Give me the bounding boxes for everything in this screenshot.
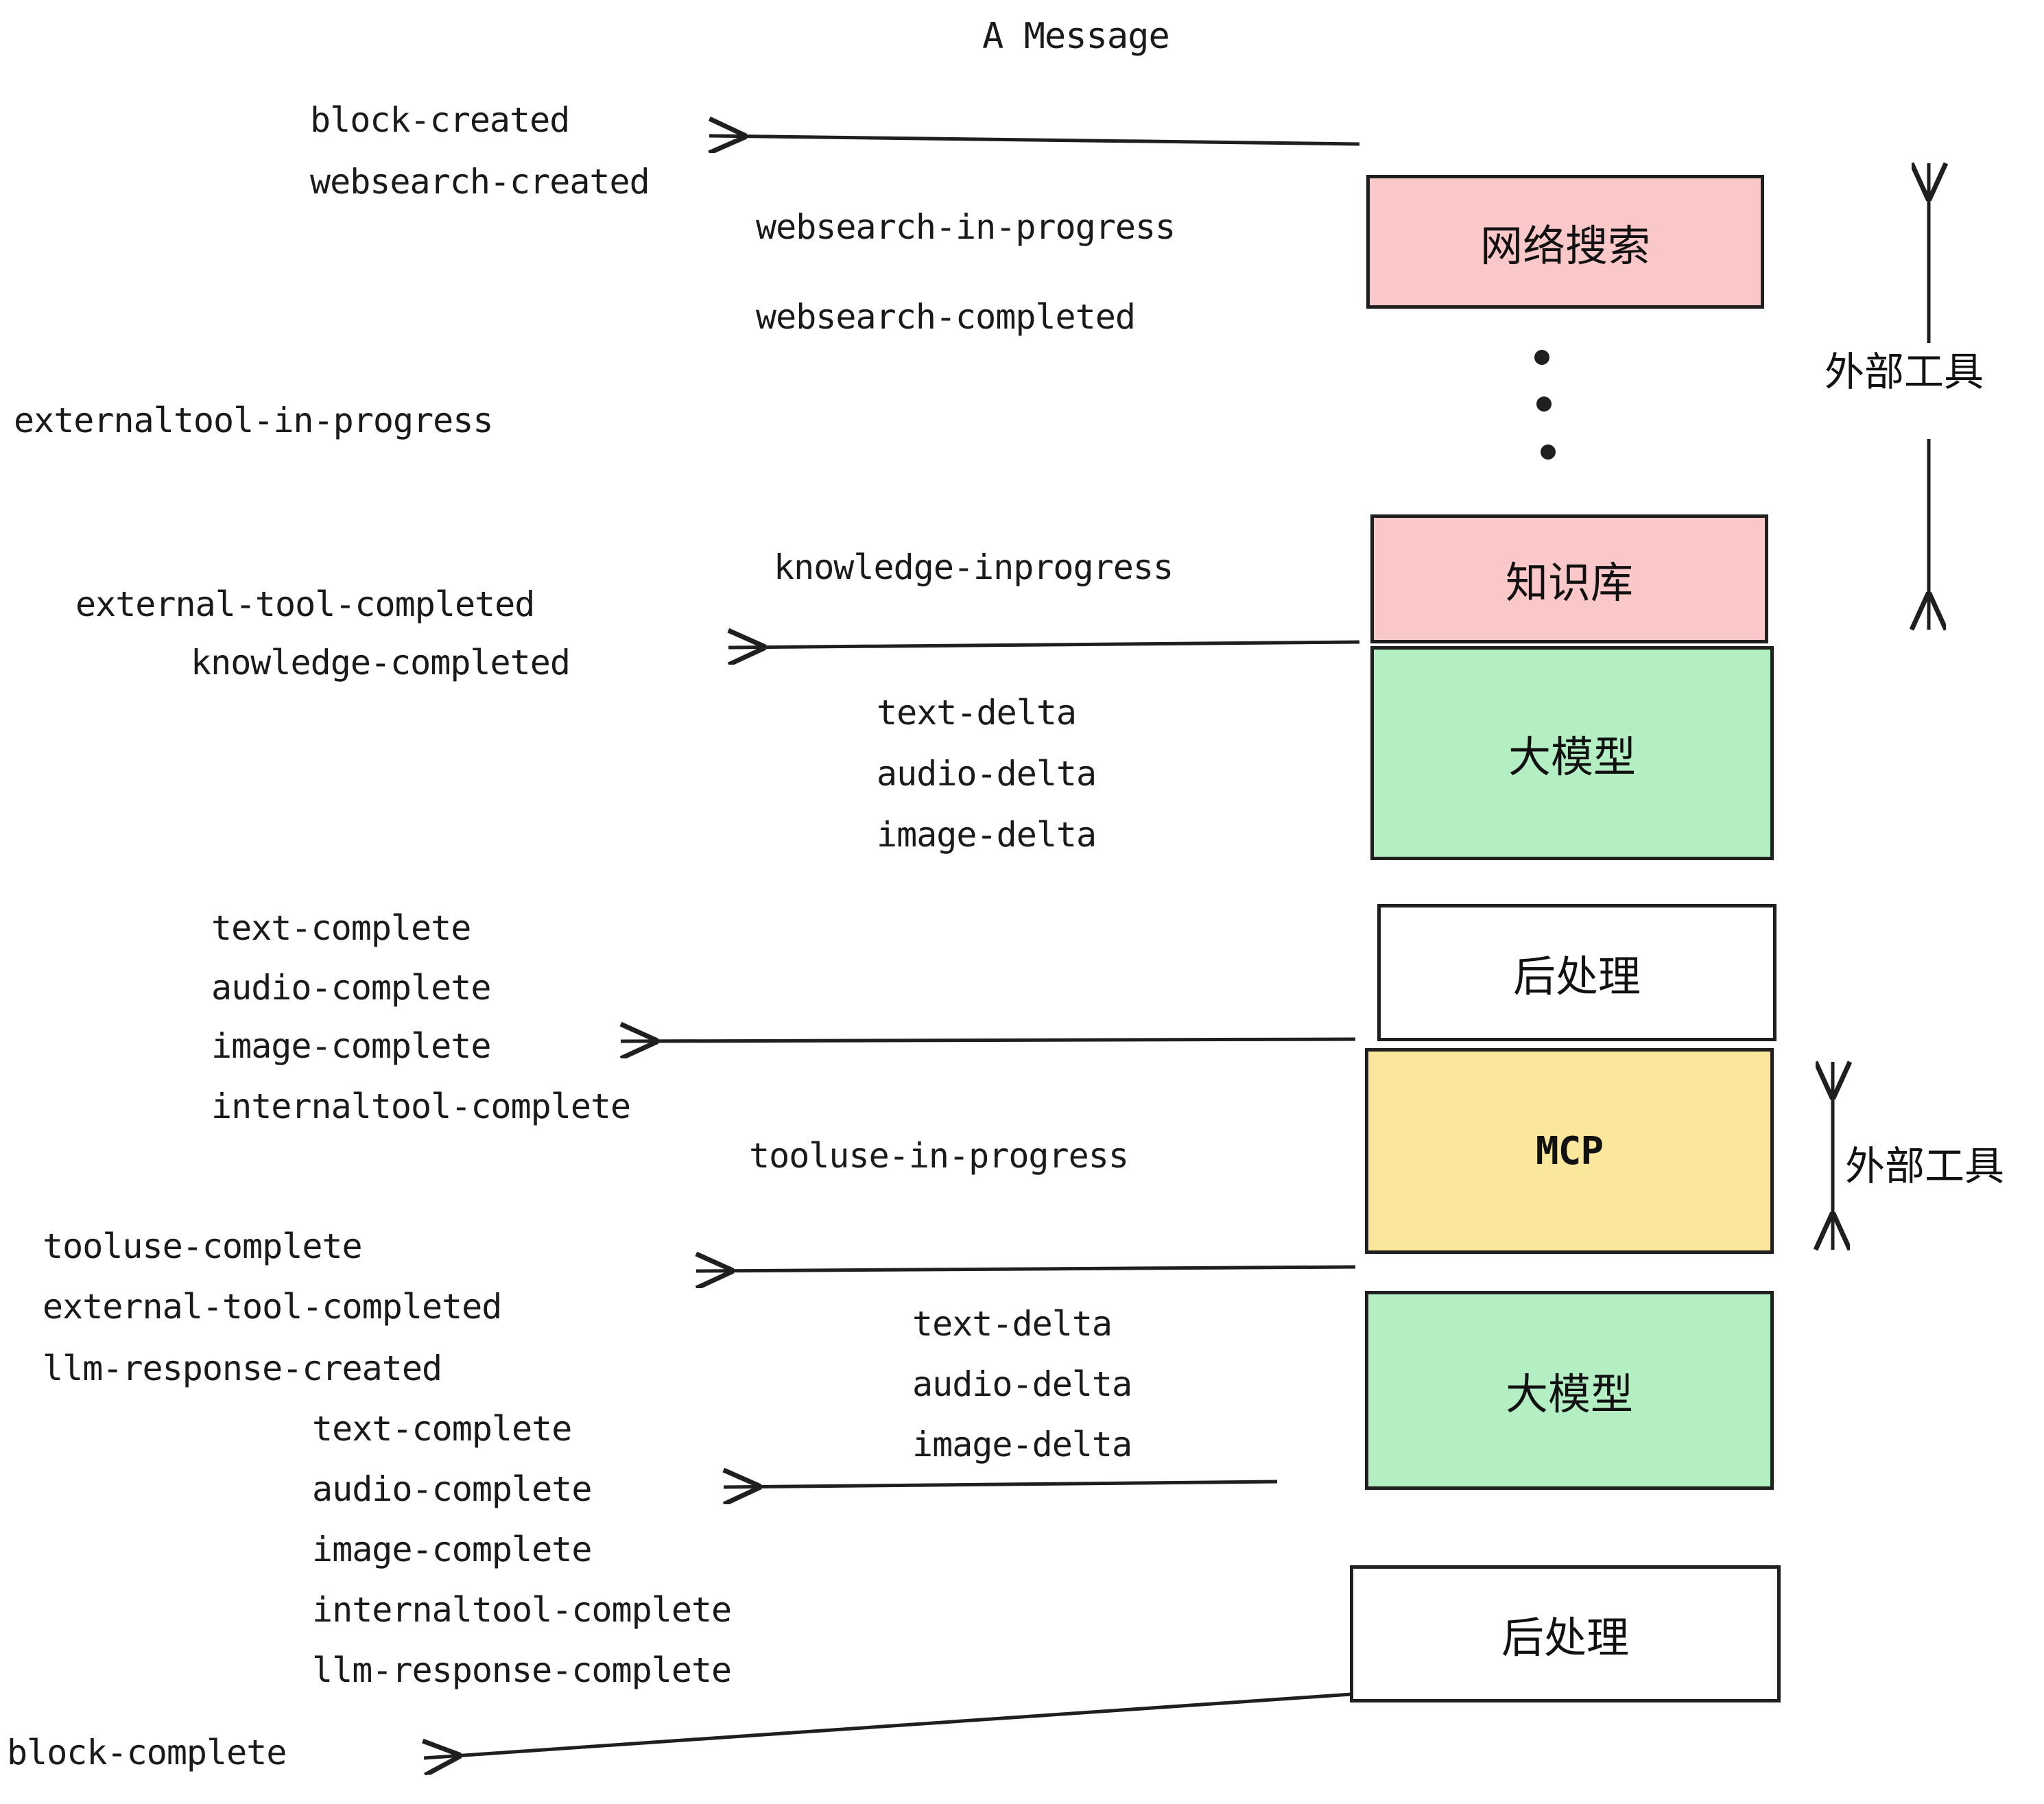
box-postproc-2-label: 后处理 xyxy=(1501,1613,1629,1663)
event-audio-complete-1: audio-complete xyxy=(211,968,491,1008)
ellipsis-dot-2 xyxy=(1536,396,1552,412)
box-llm-2: 大模型 xyxy=(1365,1291,1774,1490)
event-websearch-created: websearch-created xyxy=(310,162,650,202)
event-image-delta-2: image-delta xyxy=(912,1425,1132,1464)
box-postproc-1-label: 后处理 xyxy=(1512,951,1641,1001)
box-knowledge: 知识库 xyxy=(1370,514,1768,643)
label-external-tools-bottom: 外部工具 xyxy=(1845,1143,2005,1189)
event-image-complete-1: image-complete xyxy=(211,1026,491,1066)
event-block-complete: block-complete xyxy=(7,1733,287,1772)
box-postproc-2: 后处理 xyxy=(1350,1565,1781,1702)
box-postproc-1: 后处理 xyxy=(1377,904,1776,1041)
box-llm-1: 大模型 xyxy=(1370,646,1774,860)
event-audio-delta-2: audio-delta xyxy=(912,1364,1132,1404)
event-audio-delta-1: audio-delta xyxy=(877,754,1097,794)
event-external-tool-completed-2: external-tool-completed xyxy=(43,1287,502,1327)
event-external-tool-completed-1: external-tool-completed xyxy=(75,584,535,624)
event-knowledge-inprogress: knowledge-inprogress xyxy=(774,547,1174,587)
event-llm-response-complete: llm-response-complete xyxy=(312,1650,732,1690)
box-llm-1-label: 大模型 xyxy=(1508,732,1636,782)
arrow-tooluse-complete xyxy=(696,1267,1356,1271)
box-websearch: 网络搜索 xyxy=(1366,175,1764,309)
box-websearch-label: 网络搜索 xyxy=(1479,220,1650,271)
ellipsis-dot-1 xyxy=(1534,350,1549,365)
box-llm-2-label: 大模型 xyxy=(1505,1369,1633,1419)
event-tooluse-in-progress: tooluse-in-progress xyxy=(749,1136,1129,1176)
event-internaltool-complete-2: internaltool-complete xyxy=(312,1590,732,1630)
event-text-delta-1: text-delta xyxy=(877,693,1077,733)
arrow-image-complete xyxy=(621,1039,1356,1041)
arrow-block-complete xyxy=(424,1692,1352,1758)
event-text-complete-2: text-complete xyxy=(312,1409,572,1449)
event-image-complete-2: image-complete xyxy=(312,1530,592,1569)
event-audio-complete-2: audio-complete xyxy=(312,1469,592,1509)
event-text-delta-2: text-delta xyxy=(912,1304,1113,1344)
event-text-complete-1: text-complete xyxy=(211,908,471,948)
label-external-tools-top: 外部工具 xyxy=(1825,348,1984,395)
box-mcp: MCP xyxy=(1365,1048,1774,1254)
arrow-knowledge-completed xyxy=(728,642,1360,648)
box-mcp-label: MCP xyxy=(1535,1128,1604,1174)
event-websearch-in-progress: websearch-in-progress xyxy=(756,207,1176,247)
ellipsis-dot-3 xyxy=(1541,444,1556,460)
event-tooluse-complete: tooluse-complete xyxy=(43,1226,363,1266)
event-externaltool-in-progress: externaltool-in-progress xyxy=(14,401,493,440)
event-internaltool-complete-1: internaltool-complete xyxy=(211,1087,631,1126)
arrow-block-created xyxy=(709,136,1360,144)
event-image-delta-1: image-delta xyxy=(877,815,1097,855)
arrow-audio-complete xyxy=(724,1482,1278,1487)
diagram-title: A Message xyxy=(982,16,1170,57)
box-knowledge-label: 知识库 xyxy=(1505,558,1633,608)
event-websearch-completed: websearch-completed xyxy=(756,297,1136,337)
event-knowledge-completed: knowledge-completed xyxy=(191,643,571,683)
event-llm-response-created: llm-response-created xyxy=(43,1349,442,1388)
event-block-created: block-created xyxy=(310,100,570,140)
